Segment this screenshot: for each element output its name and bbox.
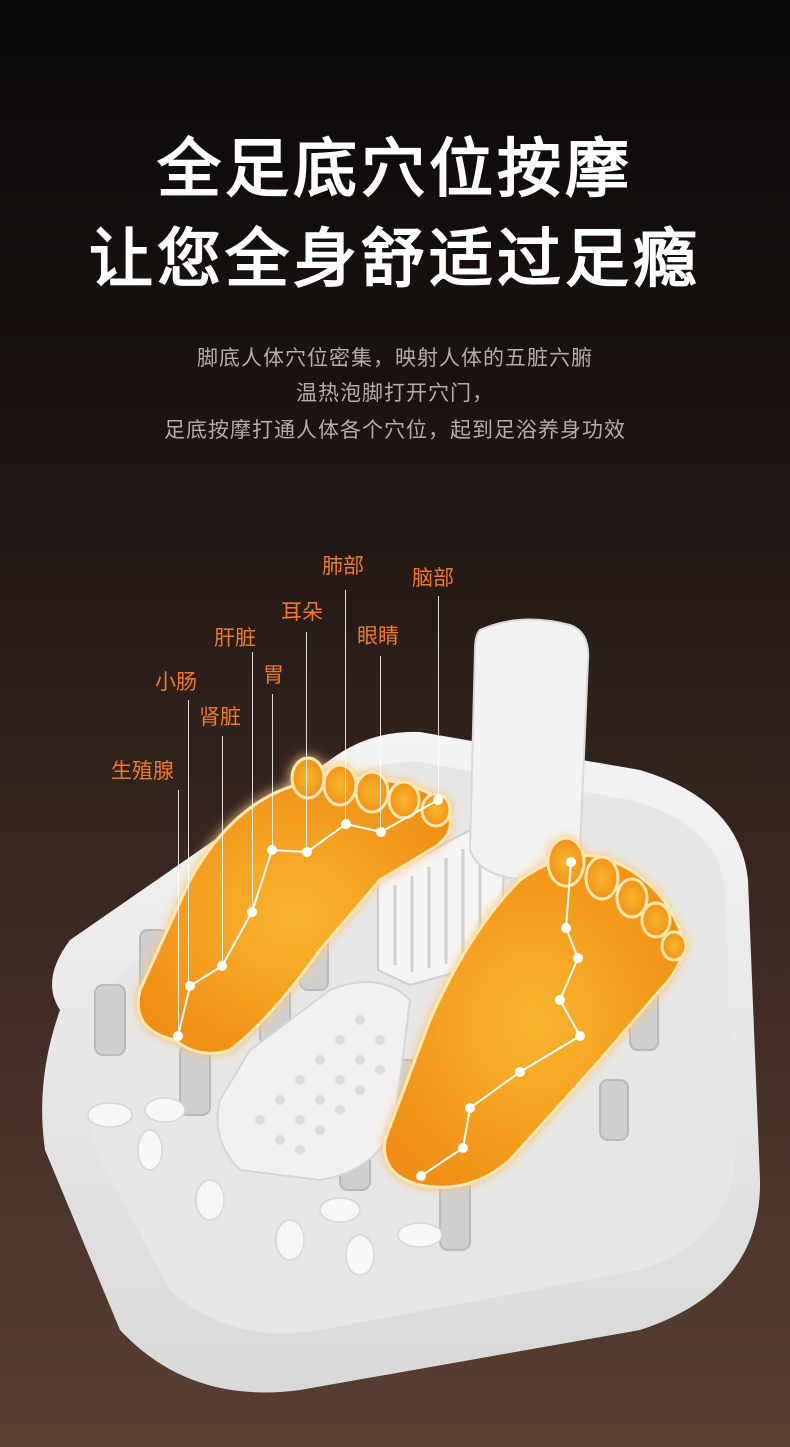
leader-lung <box>345 590 346 822</box>
leader-small-intestine <box>188 700 189 984</box>
label-liver: 肝脏 <box>214 626 256 650</box>
headline-line-2: 让您全身舒适过足瘾 <box>89 223 701 297</box>
leader-kidney <box>222 736 223 964</box>
label-ear: 耳朵 <box>281 600 323 624</box>
headline-line-1: 全足底穴位按摩 <box>157 133 633 207</box>
leader-liver <box>252 652 253 910</box>
leader-gonad <box>178 790 179 1034</box>
label-brain: 脑部 <box>412 566 454 590</box>
leader-ear <box>306 632 307 850</box>
description-line-3: 足底按摩打通人体各个穴位，起到足浴养身功效 <box>164 418 626 442</box>
leader-eye <box>380 656 381 830</box>
description-line-2: 温热泡脚打开穴门， <box>296 381 494 405</box>
label-stomach: 胃 <box>263 663 284 687</box>
leader-stomach <box>272 694 273 848</box>
label-lung: 肺部 <box>322 554 364 578</box>
acupoint-dot <box>173 795 585 1181</box>
label-kidney: 肾脏 <box>199 705 241 729</box>
label-gonad: 生殖腺 <box>111 759 174 783</box>
label-small-intestine: 小肠 <box>155 670 197 694</box>
leader-brain <box>438 596 439 798</box>
right-foot-glow <box>382 836 688 1189</box>
description-line-1: 脚底人体穴位密集，映射人体的五脏六腑 <box>197 346 593 370</box>
label-eye: 眼睛 <box>357 624 399 648</box>
